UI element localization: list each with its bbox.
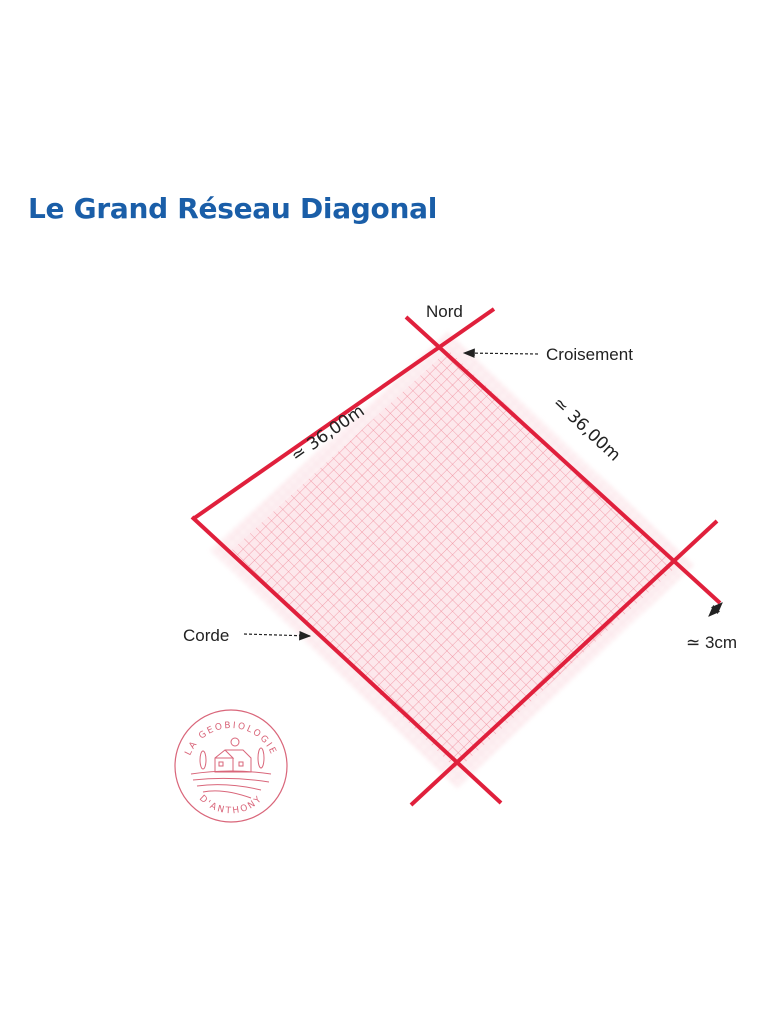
- crossing-label: Croisement: [546, 345, 633, 364]
- rope-label: Corde: [183, 626, 229, 645]
- rope-line-north-east: [404, 315, 722, 605]
- north-label: Nord: [426, 302, 463, 321]
- rope-line-south-west: [190, 515, 503, 805]
- width-label: ≃ 3cm: [686, 633, 737, 652]
- crossing-arrow: [462, 348, 539, 358]
- mesh-area: [232, 350, 677, 770]
- logo-ring: [174, 709, 288, 823]
- house-icon: [214, 749, 252, 773]
- rope-arrow: [243, 630, 312, 641]
- field-rows: [190, 770, 272, 799]
- logo-bottom-text: D'ANTHONY: [197, 794, 265, 817]
- page-title: Le Grand Réseau Diagonal: [28, 192, 438, 225]
- logo: LA GEOBIOLOGIE D'ANTHONY: [174, 709, 288, 823]
- rope-lines: [190, 307, 722, 807]
- logo-top-text: LA GEOBIOLOGIE: [184, 721, 279, 757]
- width-arrow: [708, 602, 723, 617]
- rope-line-south-east: [409, 519, 719, 807]
- rope-line-north-west: [191, 307, 496, 521]
